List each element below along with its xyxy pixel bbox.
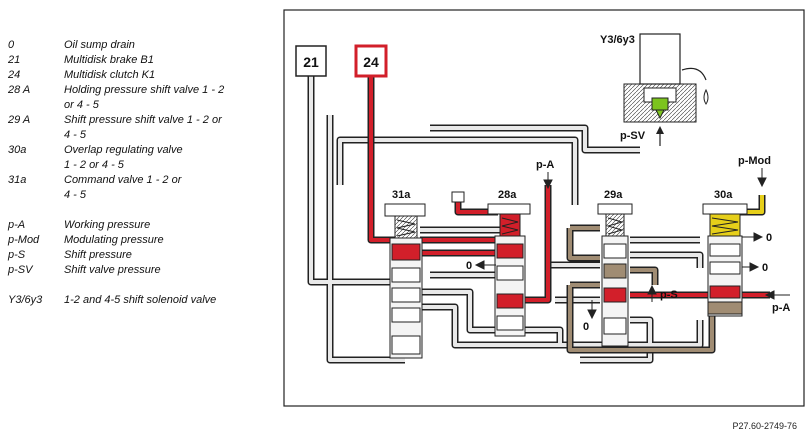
legend-row: 21 Multidisk brake B1 bbox=[8, 53, 276, 68]
legend-row: p-Mod Modulating pressure bbox=[8, 233, 276, 248]
valve-31a bbox=[384, 203, 426, 359]
legend-description: Shift valve pressure bbox=[64, 264, 161, 276]
clutch-k1-label: 24 bbox=[363, 54, 379, 70]
drain-arrow-30a-top bbox=[742, 232, 764, 242]
solenoid-label: Y3/6y3 bbox=[600, 34, 635, 46]
brake-b1-box bbox=[295, 45, 327, 77]
legend-row: p-S Shift pressure bbox=[8, 248, 276, 263]
valve-30a bbox=[702, 203, 748, 317]
clutch-k1-box bbox=[354, 44, 388, 78]
legend-row: Y3/6y3 1-2 and 4-5 shift solenoid valve bbox=[8, 293, 276, 308]
legend-row: 24 Multidisk clutch K1 bbox=[8, 68, 276, 83]
legend-row: 29 A Shift pressure shift valve 1 - 2 or … bbox=[8, 113, 276, 143]
p-a-right-label: p-A bbox=[772, 302, 790, 314]
drain-28a-label: 0 bbox=[466, 260, 472, 272]
legend-description: Modulating pressure bbox=[64, 234, 164, 246]
drain-arrow-30a-mid bbox=[742, 262, 760, 272]
legend-row: 30a Overlap regulating valve 1 - 2 or 4 -… bbox=[8, 143, 276, 173]
brake-b1-label: 21 bbox=[303, 54, 319, 70]
drain-29a-label: 0 bbox=[583, 321, 589, 333]
p-a-top-arrow bbox=[543, 172, 553, 190]
p-mod-label: p-Mod bbox=[738, 155, 771, 167]
legend-code: p-A bbox=[8, 219, 26, 231]
legend-description: Working pressure bbox=[64, 219, 151, 231]
drain-30a-mid-label: 0 bbox=[762, 262, 768, 274]
legend-code: 24 bbox=[8, 69, 21, 81]
diagram-frame bbox=[283, 9, 805, 407]
p-a-top-label: p-A bbox=[536, 159, 554, 171]
figure-reference: P27.60-2749-76 bbox=[732, 421, 797, 431]
legend-row: p-SV Shift valve pressure bbox=[8, 263, 276, 278]
legend-description: Multidisk clutch K1 bbox=[64, 69, 156, 81]
p-a-right-arrow bbox=[764, 290, 790, 300]
legend-code: 30a bbox=[8, 144, 27, 156]
legend-code: 29 A bbox=[8, 114, 31, 126]
legend-description: Multidisk brake B1 bbox=[64, 54, 154, 66]
legend-code: p-Mod bbox=[8, 234, 40, 246]
p-sv-label: p-SV bbox=[620, 130, 646, 142]
legend-code: 28 A bbox=[8, 84, 31, 96]
legend-code: p-S bbox=[8, 249, 26, 261]
legend-code: 21 bbox=[8, 54, 21, 66]
drain-30a-top-label: 0 bbox=[766, 232, 772, 244]
legend-row: 28 A Holding pressure shift valve 1 - 2 o… bbox=[8, 83, 276, 113]
legend-code: 0 bbox=[8, 39, 15, 51]
legend-description: Shift pressure shift valve 1 - 2 or 4 - … bbox=[64, 114, 222, 141]
legend-description: 1-2 and 4-5 shift solenoid valve bbox=[64, 294, 217, 306]
legend-description: Command valve 1 - 2 or 4 - 5 bbox=[64, 174, 182, 201]
p-s-arrow bbox=[647, 284, 657, 302]
valve-29a bbox=[597, 203, 633, 347]
valve-30a-label: 30a bbox=[714, 189, 733, 201]
p-s-label: p-S bbox=[660, 289, 678, 301]
legend-code: Y3/6y3 bbox=[8, 294, 43, 306]
valve-28a-label: 28a bbox=[498, 189, 517, 201]
legend: 0 Oil sump drain 21 Multidisk brake B1 24 Mul… bbox=[8, 38, 276, 308]
legend-description: Oil sump drain bbox=[64, 39, 135, 51]
legend-code: 31a bbox=[8, 174, 27, 186]
drain-arrow-28a bbox=[474, 260, 496, 270]
drain-arrow-29a bbox=[587, 300, 597, 320]
legend-row: 31a Command valve 1 - 2 or 4 - 5 bbox=[8, 173, 276, 203]
legend-code: p-SV bbox=[8, 264, 33, 276]
valve-28a bbox=[487, 203, 531, 337]
legend-row: p-A Working pressure bbox=[8, 218, 276, 233]
solenoid-valve bbox=[623, 33, 709, 146]
valve-28a-port bbox=[451, 191, 465, 203]
legend-row: 0 Oil sump drain bbox=[8, 38, 276, 53]
legend-description: Overlap regulating valve 1 - 2 or 4 - 5 bbox=[64, 144, 183, 171]
legend-description: Holding pressure shift valve 1 - 2 or 4 … bbox=[64, 84, 225, 111]
valve-29a-label: 29a bbox=[604, 189, 623, 201]
legend-description: Shift pressure bbox=[64, 249, 132, 261]
p-mod-arrow bbox=[757, 168, 767, 188]
valve-31a-label: 31a bbox=[392, 189, 411, 201]
